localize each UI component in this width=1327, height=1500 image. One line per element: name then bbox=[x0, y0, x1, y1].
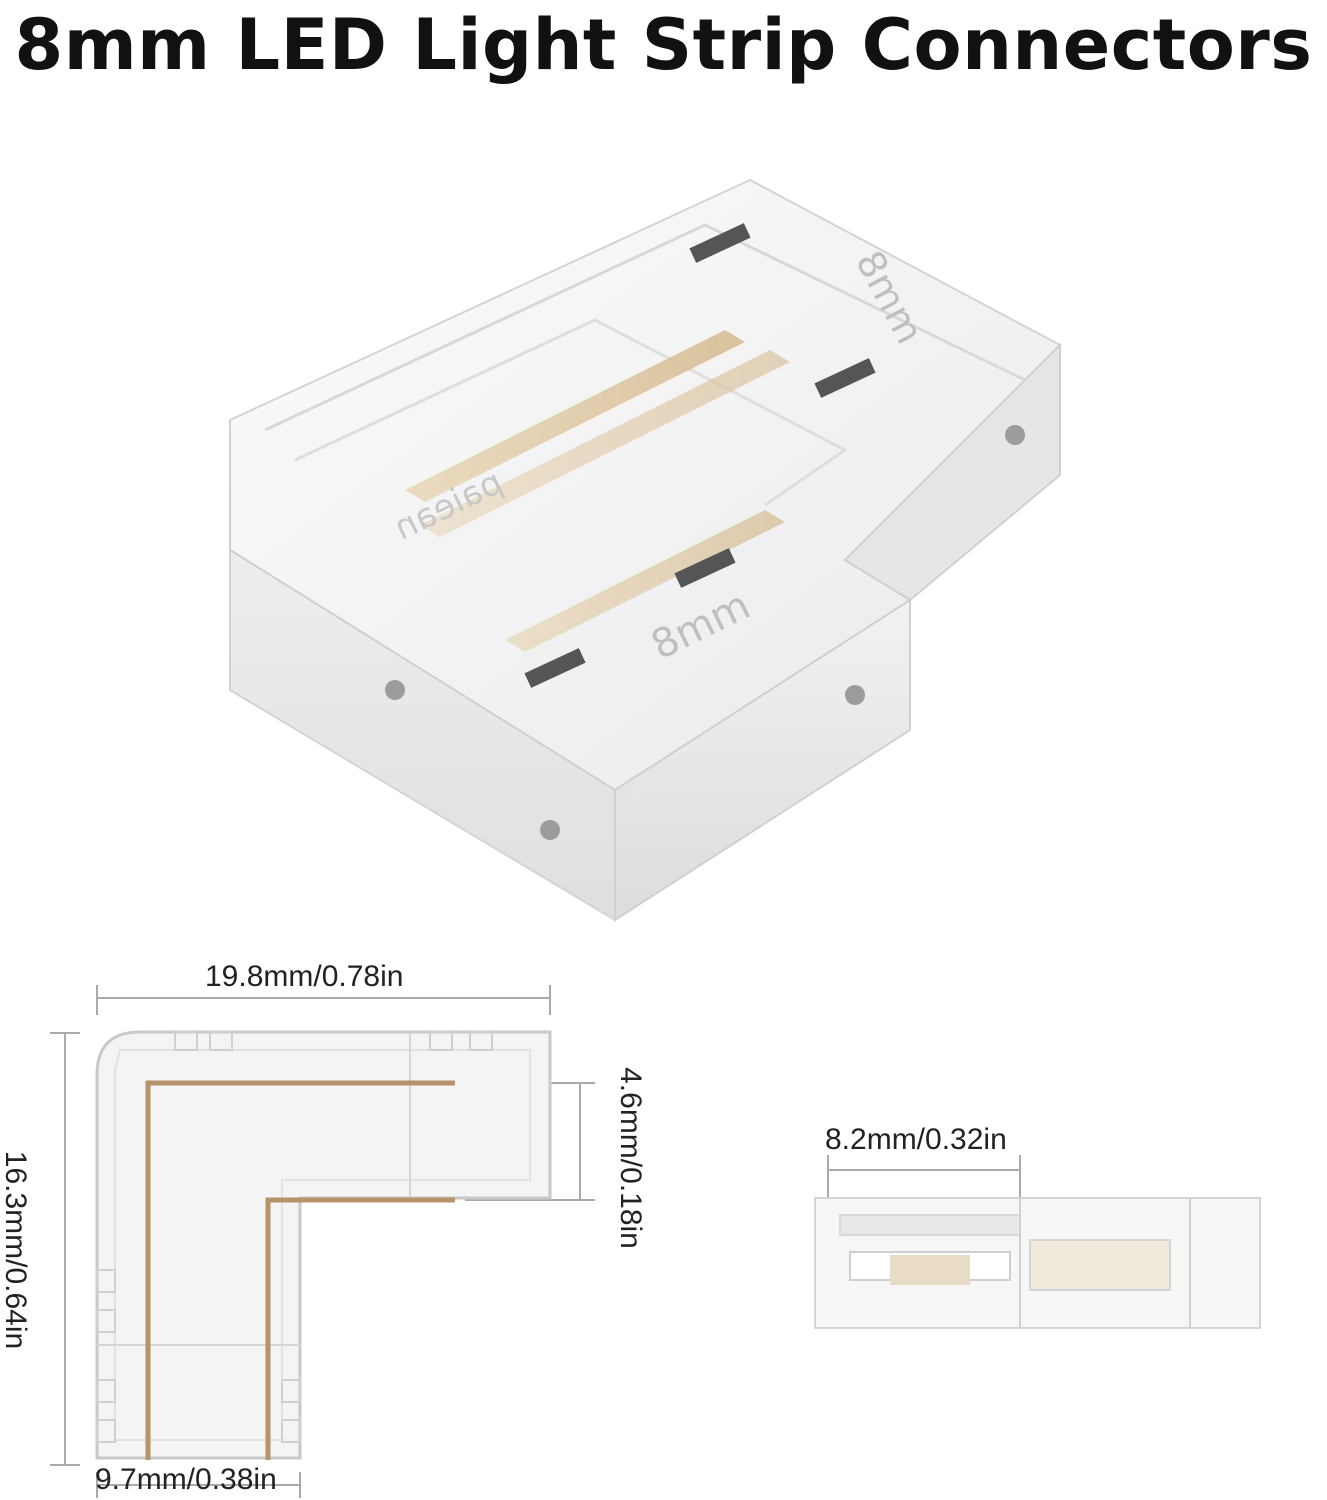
height-label: 16.3mm/0.64in bbox=[0, 1150, 32, 1350]
top-view-drawing bbox=[50, 985, 1261, 1498]
connector-product-image: paiean 8mm 8mm bbox=[229, 178, 1062, 922]
dimension-diagram: 19.8mm/0.78in 16.3mm/0.64in 4.6mm/0.18in… bbox=[0, 940, 1327, 1500]
bottom-width-label: 9.7mm/0.38in bbox=[95, 1463, 277, 1496]
width-label: 19.8mm/0.78in bbox=[205, 960, 404, 993]
page-title: 8mm LED Light Strip Connectors bbox=[14, 4, 1313, 86]
side-width-label: 8.2mm/0.32in bbox=[825, 1123, 1007, 1156]
side-view-drawing bbox=[814, 1155, 1261, 1329]
pin-spacing-label: 4.6mm/0.18in bbox=[614, 1067, 647, 1249]
